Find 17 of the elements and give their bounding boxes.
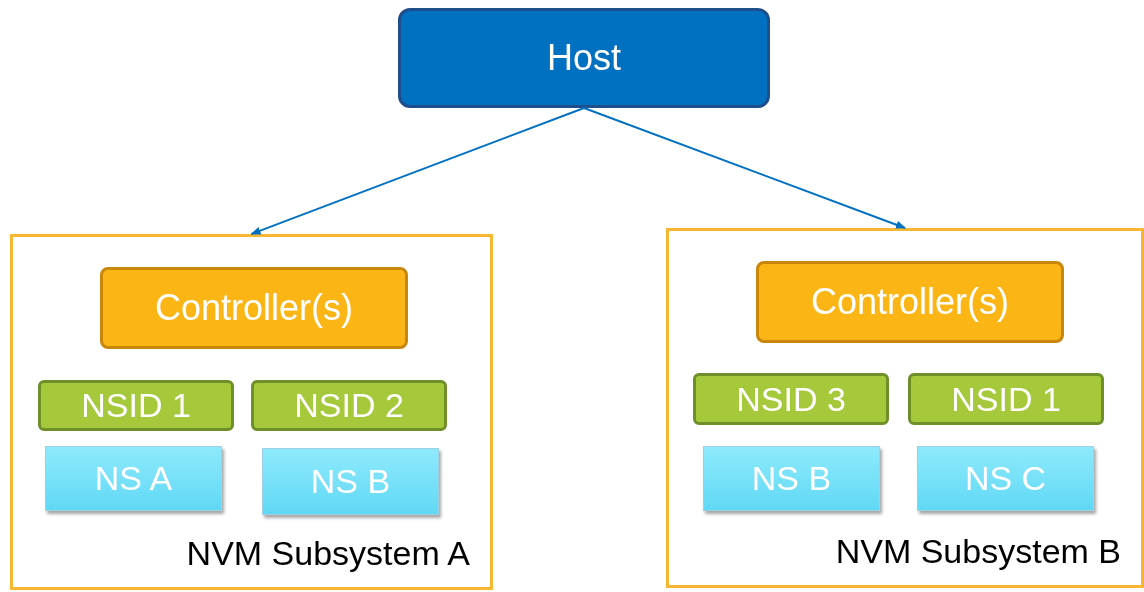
namespace-box: NS B [703,446,880,511]
arrow [250,107,585,235]
arrow [583,107,906,229]
host-box: Host [398,8,770,108]
controller-box: Controller(s) [756,261,1064,343]
subsystem-label: NVM Subsystem A [186,533,470,574]
namespace-box: NS B [262,448,439,515]
subsystem-label: NVM Subsystem B [835,531,1121,572]
nsid-box: NSID 2 [251,380,447,431]
namespace-box: NS C [917,446,1094,511]
nsid-box: NSID 3 [693,373,889,425]
nsid-box: NSID 1 [38,380,234,431]
subsystem-box [10,234,493,590]
controller-box: Controller(s) [100,267,408,349]
subsystem-box [666,228,1144,588]
namespace-box: NS A [45,446,222,511]
nsid-box: NSID 1 [908,373,1104,425]
